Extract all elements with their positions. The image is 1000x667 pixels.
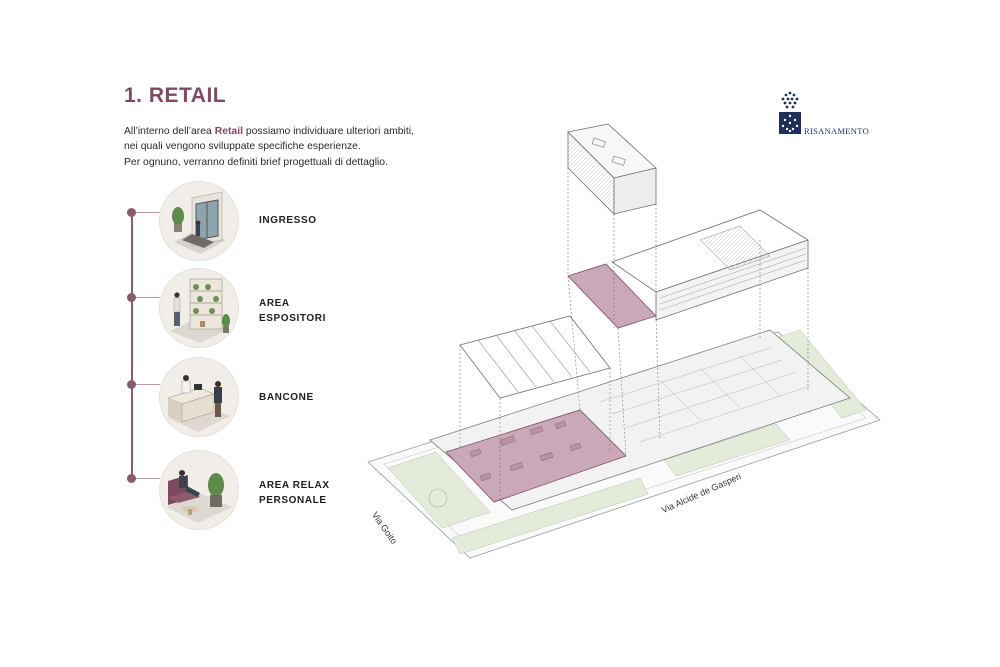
timeline-dot [127,474,136,483]
intro-line-2: nei quali vengono sviluppate specifiche … [124,141,361,153]
ambito-label-ingresso: INGRESSO [259,215,317,226]
timeline-connector [136,297,160,298]
axonometric-site-drawing [367,123,881,559]
timeline-dot [127,380,136,389]
ambito-label-area-relax-personale: AREA RELAX PERSONALE [259,480,330,506]
display-shelves-illustration-icon [159,268,239,348]
risanamento-logo [778,90,878,140]
intro-line-3: Per ognuno, verranno definiti brief prog… [124,156,388,168]
retail-highlight: Retail [214,126,243,137]
reception-desk-illustration-icon [159,357,239,437]
relax-lounge-illustration-icon [159,450,239,530]
timeline-connector [136,384,160,385]
intro-text: All’interno dell’area Retail possiamo in… [124,124,454,170]
ambito-label-area-espositori: AREA ESPOSITORI [259,298,326,324]
timeline-line [131,212,133,480]
timeline-dot [127,208,136,217]
intro-line-1-end: possiamo individuare ulteriori ambiti, [242,126,414,137]
ambito-label-bancone: BANCONE [259,392,314,403]
timeline-dot [127,293,136,302]
timeline-connector [136,212,160,213]
intro-line-1: All’interno dell’area Retail possiamo in… [124,124,454,139]
page-title: 1. RETAIL [124,84,227,107]
risanamento-logo-icon [779,91,801,134]
entrance-illustration-icon [159,181,239,261]
intro-line-1-start: All’interno dell’area [124,126,215,137]
timeline-connector [136,478,160,479]
logo-text: RISANAMENTO [804,126,870,136]
